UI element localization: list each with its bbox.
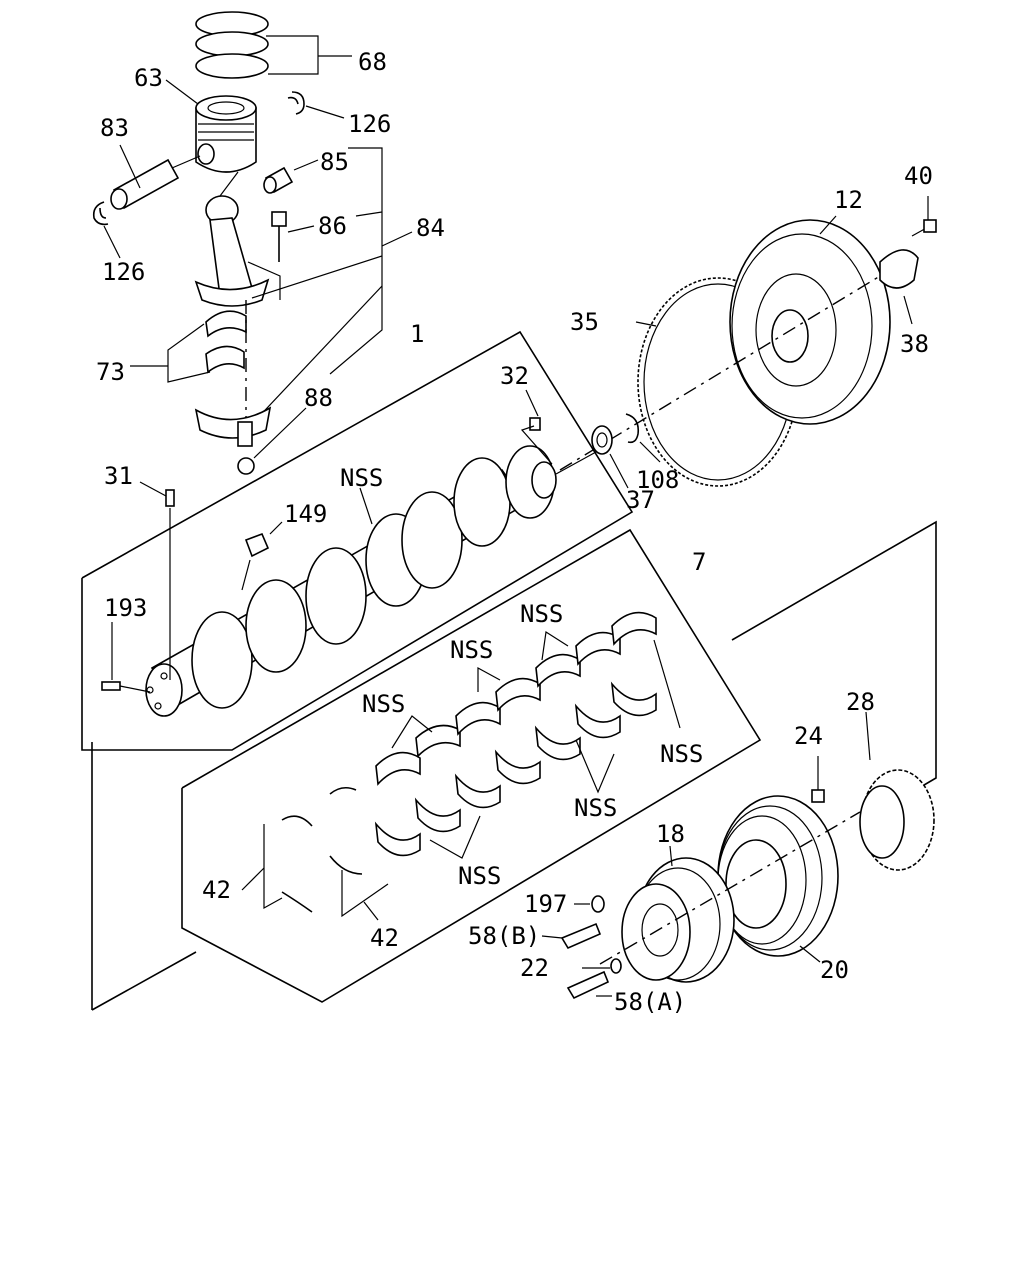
snap-ring-108: [625, 413, 661, 463]
label-31: 31: [104, 462, 133, 490]
label-126-upper: 126: [348, 110, 391, 138]
label-85: 85: [320, 148, 349, 176]
label-22: 22: [520, 954, 549, 982]
label-73: 73: [96, 358, 125, 386]
label-12: 12: [834, 186, 863, 214]
label-38: 38: [900, 330, 929, 358]
part-labels: 68 63 126 83 85 86 84 126 73 88 1 32 31 …: [96, 48, 933, 1016]
label-68: 68: [358, 48, 387, 76]
label-58a: 58(A): [614, 988, 686, 1016]
thrust-washers: [241, 786, 389, 921]
small-end-bushing: [263, 159, 319, 194]
label-nss-upper-left: NSS: [362, 690, 405, 718]
label-7: 7: [692, 548, 706, 576]
piston-pin: [110, 144, 201, 210]
label-18: 18: [656, 820, 685, 848]
label-35: 35: [570, 308, 599, 336]
bracket-84-86: [251, 147, 413, 425]
snap-ring-upper: [287, 91, 345, 119]
label-nss-right: NSS: [660, 740, 703, 768]
flywheel-bolt-plate: [879, 196, 937, 325]
piston: [165, 79, 257, 173]
crankshaft-group-outline: [81, 330, 937, 1011]
label-20: 20: [820, 956, 849, 984]
connecting-rod-bolt: [247, 211, 315, 300]
label-nss-crank: NSS: [340, 464, 383, 492]
label-197: 197: [524, 890, 567, 918]
label-nss-upper-mid: NSS: [450, 636, 493, 664]
label-42-left: 42: [202, 876, 231, 904]
label-83: 83: [100, 114, 129, 142]
oil-plug-149: [241, 521, 283, 591]
oil-seal-37: [591, 425, 629, 489]
label-126-lower: 126: [102, 258, 145, 286]
label-nss-lower-left: NSS: [458, 862, 501, 890]
piston-rings: [195, 11, 352, 79]
crankshaft: [145, 445, 597, 717]
flywheel: [729, 215, 891, 425]
label-nss-upper-right: NSS: [520, 600, 563, 628]
label-nss-lower-mid: NSS: [574, 794, 617, 822]
conrod-bearings: [130, 300, 247, 420]
connecting-rod: [194, 171, 270, 307]
label-108: 108: [636, 466, 679, 494]
label-32: 32: [500, 362, 529, 390]
conrod-cap: [194, 406, 307, 475]
crank-gear: [859, 711, 935, 871]
main-bearings: [374, 611, 681, 859]
label-84: 84: [416, 214, 445, 242]
dowel-pins: [101, 389, 553, 693]
label-86: 86: [318, 212, 347, 240]
label-58b: 58(B): [468, 922, 540, 950]
label-88: 88: [304, 384, 333, 412]
label-1: 1: [410, 320, 424, 348]
crank-pulley: [599, 811, 861, 983]
label-37: 37: [626, 486, 655, 514]
label-42-right: 42: [370, 924, 399, 952]
damper-pulley: [717, 795, 839, 963]
label-40: 40: [904, 162, 933, 190]
label-63: 63: [134, 64, 163, 92]
snap-ring-lower: [92, 201, 121, 259]
label-28: 28: [846, 688, 875, 716]
label-24: 24: [794, 722, 823, 750]
label-193: 193: [104, 594, 147, 622]
bolts-front: [541, 756, 825, 1000]
label-149: 149: [284, 500, 327, 528]
center-axis-line: [559, 275, 881, 471]
